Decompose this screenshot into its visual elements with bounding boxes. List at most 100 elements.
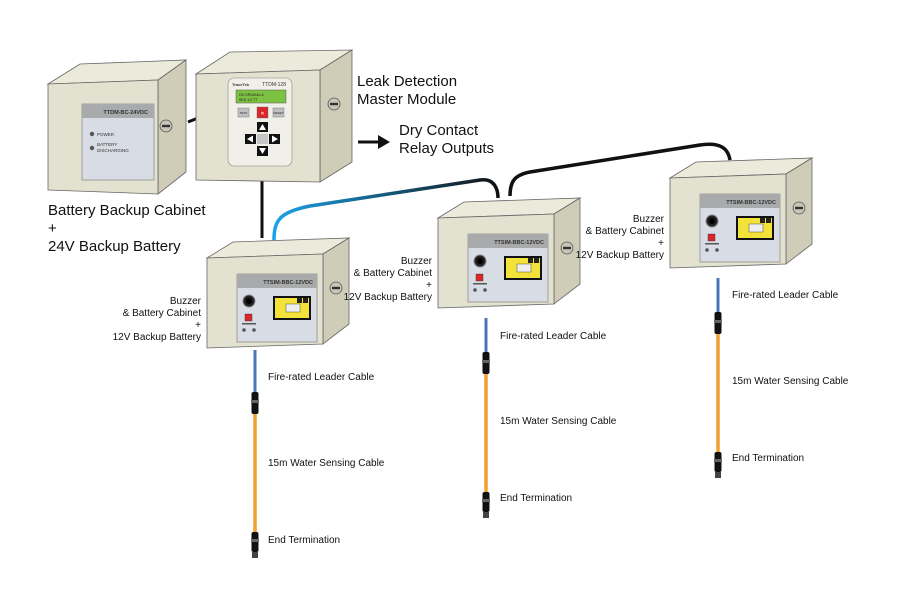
unit-label-line-3: +	[426, 280, 432, 291]
status-led	[242, 328, 246, 332]
alarm-acknowledge-button[interactable]	[475, 273, 484, 282]
unit-label-line-2: & Battery Cabinet	[353, 268, 432, 279]
unit-label-line-4: 12V Backup Battery	[112, 332, 201, 343]
lcd-display	[235, 89, 287, 104]
relay-label-line-1: Dry Contact	[399, 122, 479, 139]
unit3-termination-label: End Termination	[732, 453, 805, 464]
unit-model: TTSIM-BBC-12VDC	[494, 240, 544, 246]
left-arrow-icon	[247, 135, 253, 143]
buzzer-center	[709, 218, 715, 224]
unit-label-line-2: & Battery Cabinet	[122, 308, 201, 319]
cable-connector-icon	[714, 312, 722, 334]
cable-connector-icon	[251, 392, 259, 414]
brand-logo: TraceTek	[232, 82, 250, 87]
battery-cabinet-model: TTDM-BC-24VDC	[103, 110, 148, 116]
unit2-sensing-cable-label: 15m Water Sensing Cable	[500, 416, 617, 427]
unit-label-line-1: Buzzer	[632, 214, 664, 225]
sensor-module-display	[285, 303, 301, 313]
lcd-line-2: SEN 1/1 TT	[239, 98, 258, 102]
panel-header	[700, 194, 780, 208]
alarm-label	[242, 323, 256, 325]
relay-outputs-label: Dry Contact Relay Outputs	[399, 122, 494, 158]
unit-label-line-3: +	[658, 238, 664, 249]
unit-model: TTSIM-BBC-12VDC	[263, 280, 313, 286]
cable-unit2-to-unit3	[508, 142, 732, 197]
unit-label-line-4: 12V Backup Battery	[343, 292, 432, 303]
unit2-leader-cable-label: Fire-rated Leader Cable	[500, 331, 607, 342]
test-button[interactable]	[237, 107, 250, 118]
sensor-unit-3: TTSIM-BBC-12VDC	[668, 157, 814, 478]
silence-button-label: ✕	[260, 111, 264, 117]
master-module: TraceTek TTDM-128 OK ORSANLLA SEN 1/1 TT…	[194, 49, 354, 183]
sensor-unit-1: TTSIM-BBC-12VDC	[205, 237, 351, 558]
unit1-termination-label: End Termination	[268, 535, 341, 546]
lcd-line-1: OK ORSANLLA	[239, 93, 264, 97]
alarm-acknowledge-button[interactable]	[244, 313, 253, 322]
unit3-cabinet-label: Buzzer & Battery Cabinet + 12V Backup Ba…	[576, 214, 664, 262]
unit2-termination-label: End Termination	[500, 493, 573, 504]
alarm-acknowledge-button[interactable]	[707, 233, 716, 242]
unit-label-line-4: 12V Backup Battery	[575, 250, 664, 261]
unit-label-line-3: +	[195, 320, 201, 331]
end-termination-icon	[482, 492, 490, 518]
unit-label-line-2: & Battery Cabinet	[585, 226, 664, 237]
battery-label-line-2: +	[48, 220, 57, 237]
up-arrow-icon	[259, 124, 266, 130]
right-arrow-icon	[272, 135, 278, 143]
module-terminal	[766, 218, 771, 223]
battery-label-line-3: 24V Backup Battery	[48, 238, 181, 255]
cable-unit1-to-unit2	[272, 178, 500, 241]
status-led	[483, 288, 487, 292]
unit1-cabinet-label: Buzzer & Battery Cabinet + 12V Backup Ba…	[113, 296, 201, 344]
lock-knob-icon	[159, 119, 173, 133]
buzzer-center	[477, 258, 483, 264]
master-label-line-2: Master Module	[357, 91, 457, 108]
alarm-label	[705, 243, 719, 245]
module-terminal	[760, 218, 765, 223]
status-led	[705, 248, 709, 252]
status-led	[252, 328, 256, 332]
lock-knob-icon	[792, 201, 806, 215]
unit-label-line-1: Buzzer	[169, 296, 201, 307]
master-label-line-1: Leak Detection	[357, 73, 458, 90]
discharging-indicator	[89, 145, 95, 151]
status-led	[715, 248, 719, 252]
module-terminal	[528, 258, 533, 263]
test-button-label: TEST	[240, 111, 248, 115]
battery-backup-cabinet: TTDM-BC-24VDC POWER BATTERY DISCHARGING	[46, 59, 188, 195]
sensor-module-display	[748, 223, 764, 233]
unit3-leader-cable-label: Fire-rated Leader Cable	[732, 290, 839, 301]
enter-button[interactable]	[257, 134, 268, 144]
discharging-label: DISCHARGING	[97, 148, 129, 153]
sensor-module-display	[516, 263, 532, 273]
down-arrow-icon	[259, 148, 266, 154]
master-module-label: Leak Detection Master Module	[357, 73, 457, 109]
unit1-sensing-cable-label: 15m Water Sensing Cable	[268, 458, 385, 469]
unit-model: TTSIM-BBC-12VDC	[726, 200, 776, 206]
alarm-label	[473, 283, 487, 285]
reset-button-label: RESET	[273, 111, 283, 115]
battery-label-line-1: Battery Backup Cabinet	[48, 202, 206, 219]
silence-button[interactable]	[256, 106, 269, 119]
lock-knob-icon	[327, 97, 341, 111]
master-model: TTDM-128	[262, 82, 286, 88]
panel-header	[237, 274, 317, 288]
relay-label-line-2: Relay Outputs	[399, 140, 495, 157]
sensor-unit-2: TTSIM-BBC-12VDC	[436, 197, 582, 518]
unit-label-line-1: Buzzer	[400, 256, 432, 267]
unit1-leader-cable-label: Fire-rated Leader Cable	[268, 372, 375, 383]
relay-arrow-head	[378, 135, 390, 149]
power-label: POWER	[97, 132, 115, 137]
end-termination-icon	[714, 452, 722, 478]
reset-button[interactable]	[272, 107, 285, 118]
status-led	[473, 288, 477, 292]
module-terminal	[534, 258, 539, 263]
battery-cabinet-label: Battery Backup Cabinet + 24V Backup Batt…	[48, 202, 206, 256]
power-indicator	[89, 131, 95, 137]
sensor-units: TTSIM-BBC-12VDC TTSIM-BBC-12VDC TTSIM-BBC-…	[205, 157, 814, 558]
battery-label: BATTERY	[97, 142, 117, 147]
lock-knob-icon	[560, 241, 574, 255]
network-cables	[187, 116, 732, 241]
unit2-cabinet-label: Buzzer & Battery Cabinet + 12V Backup Ba…	[344, 256, 432, 304]
